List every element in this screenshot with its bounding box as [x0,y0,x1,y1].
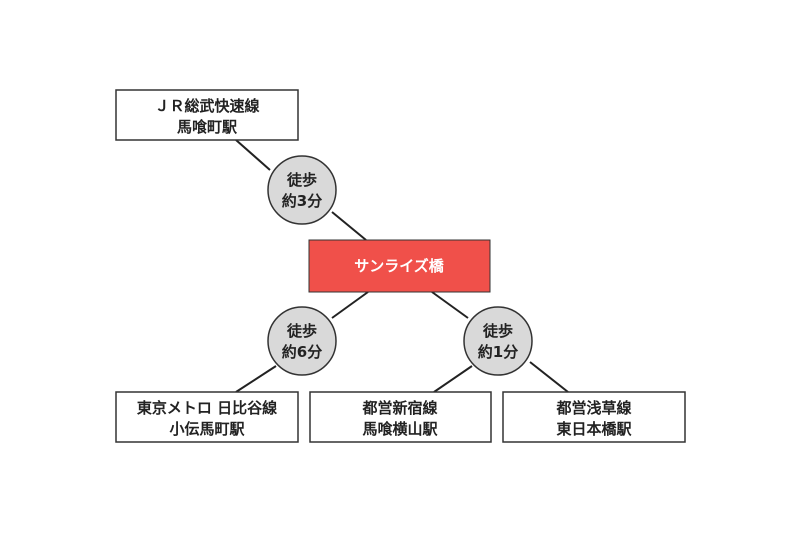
destination-box [308,239,491,293]
walk-label: 徒歩 [482,322,513,340]
station-kodemmacho: 東京メトロ 日比谷線 小伝馬町駅 [115,391,299,443]
walk-label: 徒歩 [286,322,317,340]
walk-duration: 約3分 [282,192,322,210]
station-bakuro-yokoyama: 都営新宿線 馬喰横山駅 [309,391,492,443]
walk-time-kodemmacho: 徒歩 約6分 [267,306,337,376]
walk-circle [267,155,337,225]
connector-bakurocho-to-walk [235,139,271,171]
station-higashi-nihombashi: 都営浅草線 東日本橋駅 [502,391,686,443]
connector-walk-to-bakuro-yokoyama [433,365,473,393]
connector-walk-to-destination-top [331,211,367,241]
station-name: 馬喰横山駅 [362,420,438,438]
walk-circle [267,306,337,376]
connector-destination-to-walk-left [331,291,369,319]
station-line-name: ＪＲ総武快速線 [154,97,259,115]
station-line-name: 都営浅草線 [555,399,631,417]
destination-sunrise-bridge: サンライズ橋 [308,239,491,293]
connector-walk-to-higashi-nihombashi [529,361,569,393]
station-name: 東日本橋駅 [556,420,632,438]
station-bakurocho: ＪＲ総武快速線 馬喰町駅 [115,89,299,141]
walk-duration: 約6分 [282,343,322,361]
walk-label: 徒歩 [286,171,317,189]
destination-label: サンライズ橋 [354,257,445,275]
station-line-name: 都営新宿線 [361,399,437,417]
walk-duration: 約1分 [478,343,518,361]
station-box [115,89,299,141]
walk-time-bakurocho: 徒歩 約3分 [267,155,337,225]
station-name: 小伝馬町駅 [169,420,245,438]
station-box [502,391,686,443]
station-line-name: 東京メトロ 日比谷線 [137,399,277,417]
connector-destination-to-walk-right [431,291,469,319]
station-box [309,391,492,443]
walk-circle [463,306,533,376]
station-name: 馬喰町駅 [177,118,238,136]
connectors [235,139,569,393]
walk-time-shared: 徒歩 約1分 [463,306,533,376]
connector-walk-to-kodemmacho [235,365,277,393]
station-box [115,391,299,443]
